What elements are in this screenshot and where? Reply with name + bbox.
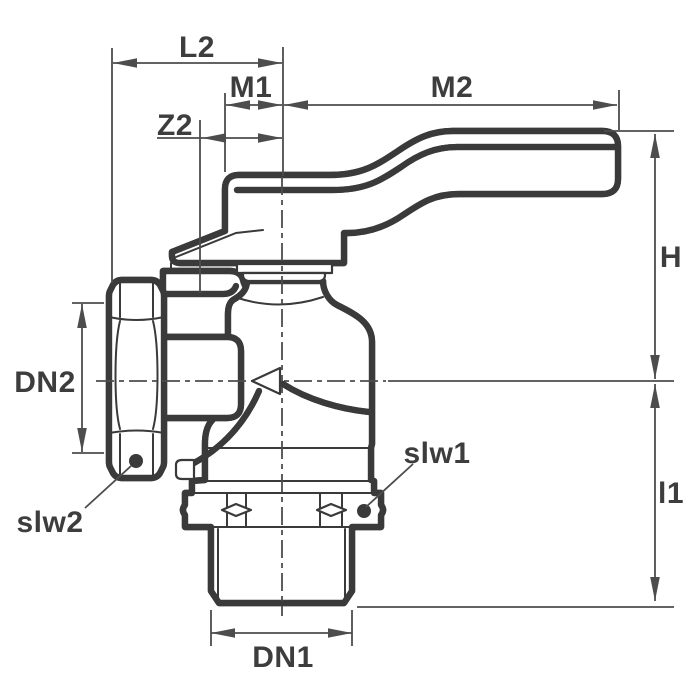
dim-l2: L2 bbox=[113, 31, 282, 68]
dim-label-m1: M1 bbox=[230, 71, 273, 104]
slw1-leader-line bbox=[365, 463, 414, 508]
dim-label-slw1: slw1 bbox=[403, 437, 470, 470]
passage-foot-tab bbox=[174, 458, 196, 481]
extension-lines bbox=[72, 47, 674, 646]
hex-chamfer-facet-right bbox=[315, 502, 348, 518]
dim-label-z2: Z2 bbox=[157, 109, 193, 142]
dim-dn1: DN1 bbox=[211, 628, 352, 674]
outlet-neck-outline-inner bbox=[163, 337, 241, 418]
dim-m1: M1 bbox=[226, 71, 282, 110]
dim-label-dn2: DN2 bbox=[14, 366, 76, 399]
dim-dn2: DN2 bbox=[14, 304, 87, 452]
handle-wedge-lines bbox=[170, 229, 264, 272]
slw2-wrench-point bbox=[129, 454, 143, 468]
stem-plate-lower bbox=[241, 271, 327, 283]
valve-body-group bbox=[105, 127, 622, 607]
dim-label-l2: L2 bbox=[179, 31, 215, 64]
union-nut-facet-lines bbox=[108, 282, 165, 476]
dim-label-m2: M2 bbox=[431, 71, 474, 104]
callout-slw2: slw2 bbox=[16, 465, 132, 539]
slw2-leader-line bbox=[84, 465, 132, 509]
flow-direction-triangle bbox=[250, 366, 282, 396]
union-nut-outline-inner bbox=[109, 280, 164, 478]
lever-handle-outline-inner bbox=[172, 131, 618, 263]
dim-label-slw2: slw2 bbox=[16, 506, 83, 539]
stem-plate-upper bbox=[235, 262, 334, 275]
internal-passage-group bbox=[174, 366, 373, 481]
dim-h: H bbox=[650, 134, 682, 379]
dim-z2: Z2 bbox=[157, 109, 282, 143]
dim-label-dn1: DN1 bbox=[252, 641, 314, 674]
slw1-wrench-point bbox=[357, 504, 371, 518]
hex-chamfer-facet-left bbox=[220, 502, 253, 518]
dim-label-l1: l1 bbox=[658, 477, 684, 510]
dim-m2: M2 bbox=[284, 71, 617, 110]
dim-l1: l1 bbox=[650, 384, 684, 601]
dim-label-h: H bbox=[660, 241, 682, 274]
callout-slw1: slw1 bbox=[365, 437, 470, 508]
